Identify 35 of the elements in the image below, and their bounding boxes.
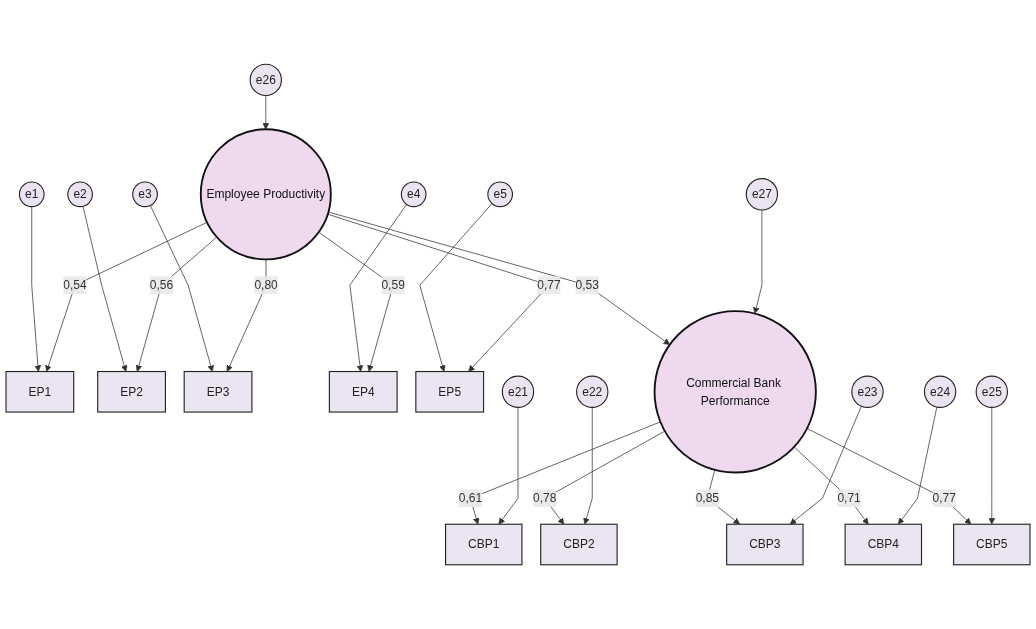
node-circle: e21 — [501, 375, 535, 408]
node-box: CBP4 — [844, 523, 923, 566]
node-circle: e23 — [851, 375, 884, 408]
edge-label: 0,61 — [458, 491, 483, 505]
node-box: CBP3 — [726, 523, 804, 566]
edge-label: 0,77 — [537, 278, 561, 292]
edge-label: 0,71 — [837, 491, 861, 505]
edge-label: 0,59 — [381, 278, 405, 292]
edge-label: 0,54 — [63, 278, 87, 292]
node-circle: e26 — [249, 63, 282, 97]
node-circle: e22 — [576, 375, 609, 408]
node-box: EP2 — [97, 370, 166, 413]
edge-label: 0,78 — [532, 491, 557, 505]
edge-label: 0,85 — [695, 491, 719, 505]
node-circle: Commercial Bank Performance — [653, 310, 817, 474]
node-circle: e1 — [18, 181, 45, 208]
node-circle: e25 — [975, 375, 1008, 408]
node-box: CBP1 — [445, 523, 523, 566]
node-circle: e27 — [745, 178, 779, 211]
node-circle: e24 — [923, 375, 957, 408]
node-circle: e5 — [487, 181, 514, 208]
node-box: CBP2 — [540, 523, 618, 566]
edge-label: 0,53 — [575, 278, 599, 292]
node-circle: Employee Productivity — [199, 128, 332, 261]
node-box: EP4 — [328, 370, 398, 413]
node-circle: e3 — [132, 181, 158, 208]
node-box: CBP5 — [953, 523, 1031, 566]
edge-label: 0,56 — [149, 278, 174, 292]
node-circle: e4 — [400, 181, 427, 208]
edge-label: 0,80 — [254, 278, 278, 292]
node-circle: e2 — [67, 181, 93, 208]
node-box: EP3 — [183, 370, 253, 413]
edge-label: 0,77 — [932, 491, 956, 505]
node-box: EP5 — [415, 370, 485, 413]
node-box: EP1 — [5, 370, 75, 413]
